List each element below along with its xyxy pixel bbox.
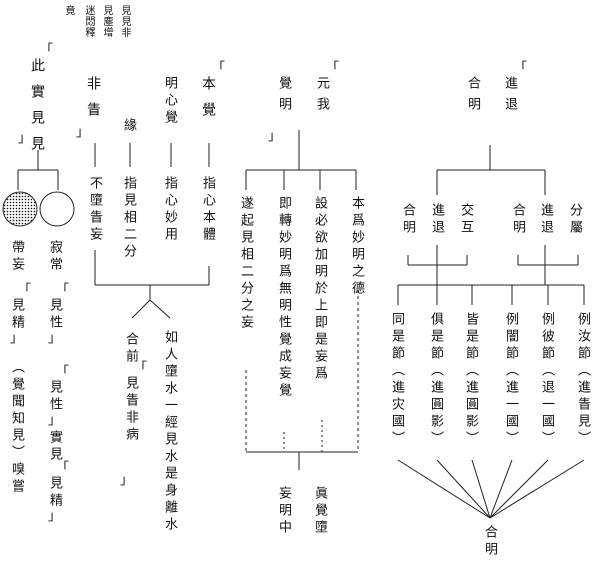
right-g2-fen: 分屬 <box>567 203 582 237</box>
right-g2-jin: 進退 <box>538 203 553 237</box>
right-col-bottom-heming: 合明 <box>482 525 497 559</box>
header-col-jianjian: 見見非 <box>119 5 130 38</box>
yuan-col-ben: 本爲妙明之德 <box>349 196 364 298</box>
bracket-jin-open: 「 <box>514 61 528 76</box>
fan-lines <box>397 459 585 519</box>
mid-col-mingxin: 明心覺 <box>162 76 177 127</box>
yuan-tree-lines <box>245 130 357 190</box>
mid-col-hean: 合前 <box>123 332 138 366</box>
mid-col-feiqian: 非眚 <box>85 76 101 128</box>
right-g2-he: 合明 <box>510 203 525 237</box>
mid-col-ben: 本覺 <box>200 76 216 128</box>
left-col-jianxing2: 見性 <box>47 380 62 414</box>
bracket-g: 「 <box>56 461 70 476</box>
bracket-a: 「 <box>18 283 32 298</box>
right-col-he: 合明 <box>465 76 480 118</box>
right-col-liru: 例汝節（進眚見） <box>575 312 590 448</box>
left-col-jianjing2: 見精 <box>47 476 62 510</box>
mid-col-zhixinben: 指心本體 <box>200 176 215 244</box>
left-bracket-close: 」 <box>18 131 32 146</box>
bracket-d: 」 <box>48 331 62 346</box>
bracket-yuan-open: 「 <box>326 61 340 76</box>
right-col-lian: 例闇節（進一國） <box>503 312 518 448</box>
mid-col-yuan: 緣 <box>121 118 136 135</box>
left-col-shijian: 實見 <box>47 430 62 464</box>
left-bracket-lines <box>17 150 59 190</box>
bracket-jue-close: 」 <box>268 129 282 144</box>
left-title: 此實見見 <box>29 58 45 162</box>
right-g1-jin: 進退 <box>429 203 444 237</box>
bracket-jianqing-open: 「 <box>134 361 148 376</box>
right-g1-jiao: 交互 <box>458 203 473 237</box>
left-col-jichang: 寂常 <box>47 240 62 274</box>
left-col-jueweng: （覺聞知見）嗅嘗 <box>9 360 24 496</box>
right-col-libi: 例彼節（退一國） <box>539 312 554 448</box>
left-bracket-open: 「 <box>40 43 54 58</box>
bracket-mid-feiqian: 」 <box>76 125 90 140</box>
right-g1-he: 合明 <box>400 203 415 237</box>
yuan-col-she: 設必欲加明於上即是妄爲 <box>312 196 327 383</box>
left-col-jianxing1: 見性 <box>47 298 62 332</box>
mid-col-zhixinmiao: 指心妙用 <box>162 176 177 244</box>
yuan-col-zhen: 眞覺墮 <box>312 486 327 537</box>
yuan-col-jue: 覺明 <box>276 76 291 118</box>
shaded-circle <box>2 191 38 227</box>
header-col-jing: 竟 <box>63 5 74 16</box>
header-col-jianchen: 見塵增 <box>101 5 112 38</box>
bracket-f: 」 <box>48 413 62 428</box>
left-col-jianjing1: 見精 <box>9 298 24 332</box>
bracket-h: 」 <box>48 509 62 524</box>
mid-col-jianqing: 見眚非病 <box>123 376 138 444</box>
bracket-jianqing-close: 」 <box>120 473 134 488</box>
bracket-e: 「 <box>56 365 70 380</box>
mid-col-buduo: 不墮眚妄 <box>87 176 102 244</box>
bracket-ben-open: 「 <box>212 61 226 76</box>
yuan-col-ji: 即轉妙明爲無明性覺成妄覺 <box>276 196 291 400</box>
mid-col-zhijian: 指見相二分 <box>121 176 136 261</box>
header-col-mi: 迷悶釋 <box>83 5 94 38</box>
yuan-col-wang: 妄明中 <box>276 486 291 537</box>
empty-circle <box>39 191 75 227</box>
right-col-tongshi: 同是節（進灾國） <box>389 312 404 448</box>
bracket-b: 」 <box>10 331 24 346</box>
mid-col-ruren: 如人墮水一經見水是身離水 <box>162 330 177 534</box>
left-col-daiwang: 帶妄 <box>9 240 24 274</box>
yuan-col-sui: 遂起見相二分之妄 <box>238 196 253 332</box>
right-col-jushi: 俱是節（進圓影） <box>428 312 443 448</box>
bracket-c: 「 <box>56 283 70 298</box>
right-col-jin: 進退 <box>502 76 517 118</box>
yuan-col-yuanwo: 元我 <box>314 76 329 118</box>
right-col-jieshi: 皆是節（進圓影） <box>463 312 478 448</box>
right-tree-lines <box>436 145 546 195</box>
middle-merge-lines <box>94 250 210 319</box>
